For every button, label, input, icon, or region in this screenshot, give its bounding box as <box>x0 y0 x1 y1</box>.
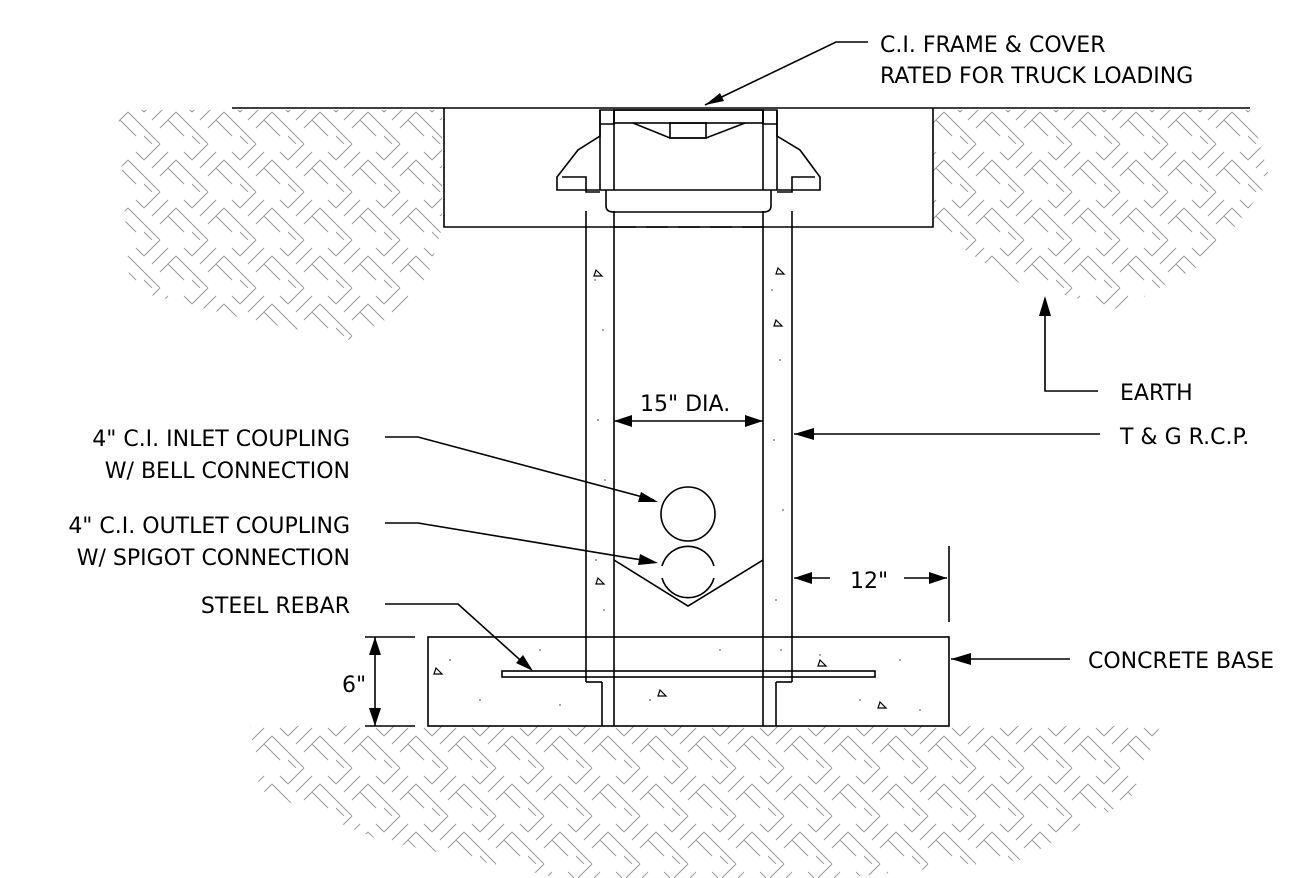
earth-hatch-left <box>118 110 442 340</box>
inlet-coupling <box>660 486 716 542</box>
outlet-coupling <box>661 545 715 599</box>
twelve-inch-label: 12" <box>850 569 888 594</box>
rcp-leader <box>794 428 1100 440</box>
rebar-label: STEEL REBAR <box>201 594 350 619</box>
diameter-label: 15" DIA. <box>640 392 730 417</box>
base-leader <box>951 653 1070 665</box>
outlet-label-line1: 4" C.I. OUTLET COUPLING <box>68 514 350 539</box>
diameter-dimension <box>614 415 763 427</box>
earth-label: EARTH <box>1120 381 1193 406</box>
rcp-pipe <box>585 211 793 726</box>
rcp-label: T & G R.C.P. <box>1119 425 1249 450</box>
rebar-leader <box>385 603 533 671</box>
twelve-inch-dimension <box>794 546 950 622</box>
outlet-label-line2: W/ SPIGOT CONNECTION <box>77 546 350 571</box>
frame-cover-label-line1: C.I. FRAME & COVER <box>880 33 1105 58</box>
earth-leader <box>1039 296 1098 392</box>
earth-hatch-right <box>933 110 1270 310</box>
six-inch-label: 6" <box>342 673 366 698</box>
frame-cover-leader <box>704 41 868 106</box>
outlet-leader <box>385 522 658 565</box>
inlet-label-line1: 4" C.I. INLET COUPLING <box>92 427 350 452</box>
six-inch-dimension <box>365 636 415 727</box>
inlet-label-line2: W/ BELL CONNECTION <box>105 459 350 484</box>
frame-and-cover <box>556 109 821 228</box>
frame-cover-label-line2: RATED FOR TRUCK LOADING <box>880 64 1193 89</box>
invert-v <box>613 559 764 607</box>
concrete-collar <box>443 108 934 228</box>
concrete-base-label: CONCRETE BASE <box>1088 649 1274 674</box>
concrete-base <box>427 636 950 727</box>
earth-hatch-bottom <box>250 726 1160 878</box>
inlet-leader <box>385 436 658 502</box>
